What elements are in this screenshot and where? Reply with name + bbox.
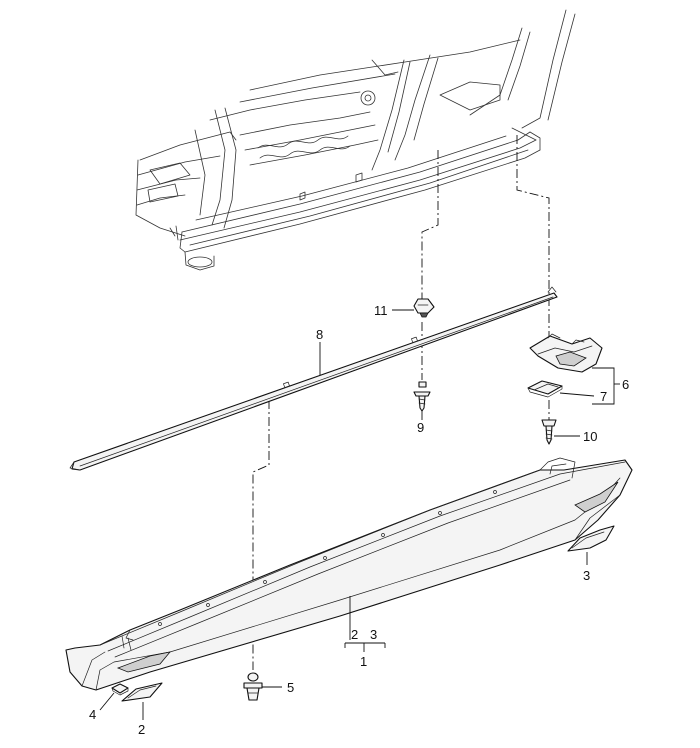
part-6-bracket [529,333,603,373]
part-2-trim-piece [121,682,163,702]
callout-10: 10 [583,429,597,444]
part-7-clip-nut [527,380,563,398]
callout-8: 8 [316,327,323,342]
callout-labels: 11 8 9 6 7 10 3 2 3 1 5 4 2 [89,303,629,737]
callout-2-group: 2 [351,627,358,642]
part-9-screw [413,381,431,412]
part-10-screw [541,419,557,445]
callout-9: 9 [417,420,424,435]
part-1-side-sill-panel [65,457,633,691]
callout-6: 6 [622,377,629,392]
callout-1: 1 [360,654,367,669]
callout-7: 7 [600,389,607,404]
callout-4: 4 [89,707,96,722]
assembly-lines [252,135,550,670]
callout-5: 5 [287,680,294,695]
leader-lines [99,309,620,720]
part-3-end-trim [567,525,615,552]
part-8-trim-strip [69,286,558,471]
callout-2: 2 [138,722,145,737]
part-4-clip [111,683,129,696]
part-11-clip [413,298,435,318]
callout-11: 11 [374,303,388,318]
vehicle-body-sill [135,9,576,271]
callout-3-group: 3 [370,627,377,642]
part-5-fastener [243,672,263,701]
callout-3: 3 [583,568,590,583]
